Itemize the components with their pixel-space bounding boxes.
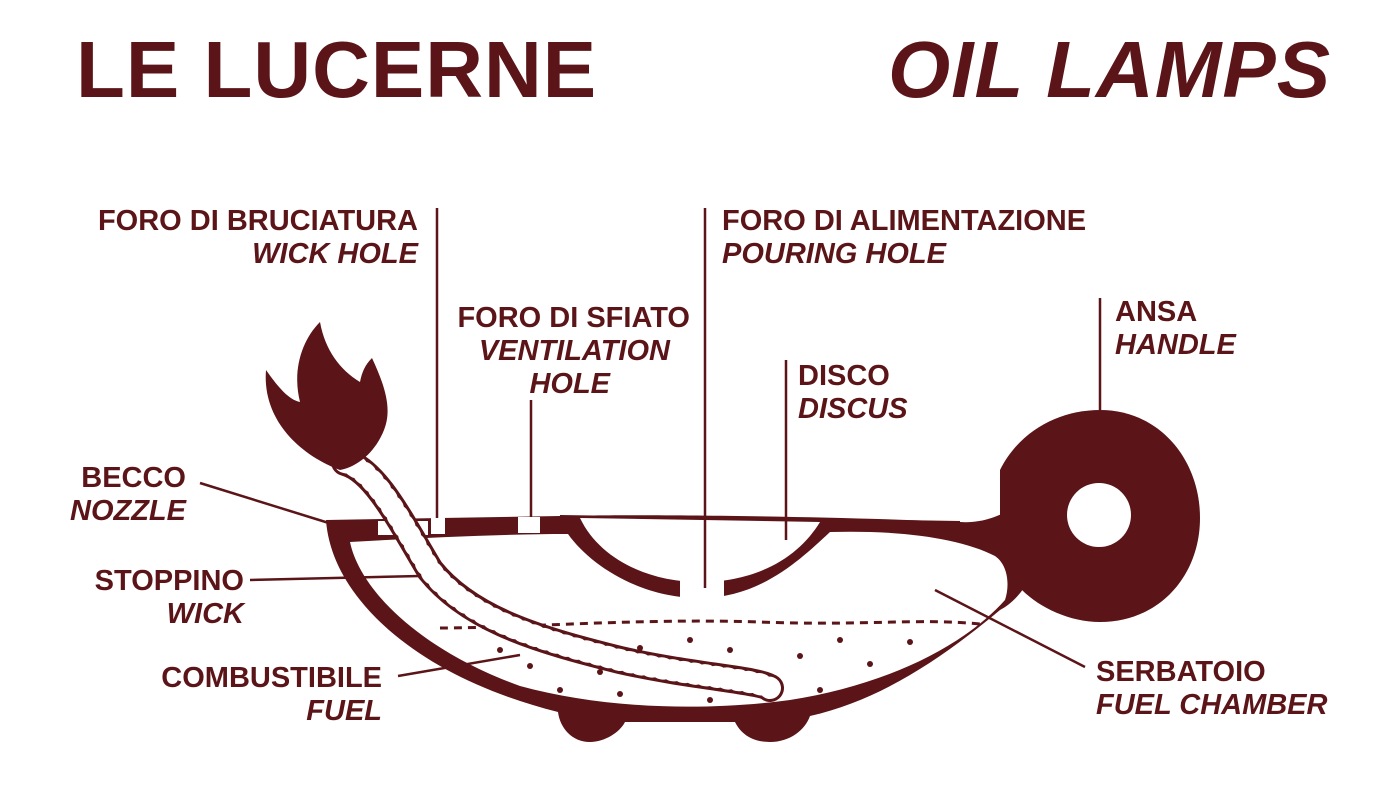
discus-bowl bbox=[580, 518, 820, 582]
label-discus: DISCO DISCUS bbox=[798, 360, 908, 425]
discus-rim bbox=[559, 515, 961, 523]
label-fuel-chamber: SERBATOIO FUEL CHAMBER bbox=[1096, 656, 1328, 721]
fuel-level-line bbox=[439, 619, 981, 630]
flame-shape bbox=[265, 322, 388, 470]
label-nozzle: BECCO NOZZLE bbox=[70, 462, 186, 527]
pouring-hole-shape bbox=[680, 580, 724, 598]
handle-hole bbox=[1067, 483, 1131, 547]
wick-hole-shape bbox=[431, 518, 445, 534]
title-italian: LE LUCERNE bbox=[76, 25, 598, 114]
ventilation-hole-shape bbox=[518, 517, 540, 533]
label-pouring-hole: FORO DI ALIMENTAZIONE POURING HOLE bbox=[722, 205, 1087, 270]
label-fuel: COMBUSTIBILE FUEL bbox=[161, 662, 382, 727]
label-handle: ANSA HANDLE bbox=[1115, 296, 1236, 361]
label-ventilation-hole: FORO DI SFIATO VENTILATION HOLE bbox=[457, 302, 690, 400]
handle-shape bbox=[1000, 410, 1200, 622]
label-wick-hole: FORO DI BRUCIATURA WICK HOLE bbox=[97, 205, 418, 270]
lamp-body bbox=[326, 498, 1040, 742]
label-wick: STOPPINO WICK bbox=[94, 565, 244, 630]
title-english: OIL LAMPS bbox=[888, 25, 1332, 114]
leader-lines bbox=[199, 208, 1102, 678]
